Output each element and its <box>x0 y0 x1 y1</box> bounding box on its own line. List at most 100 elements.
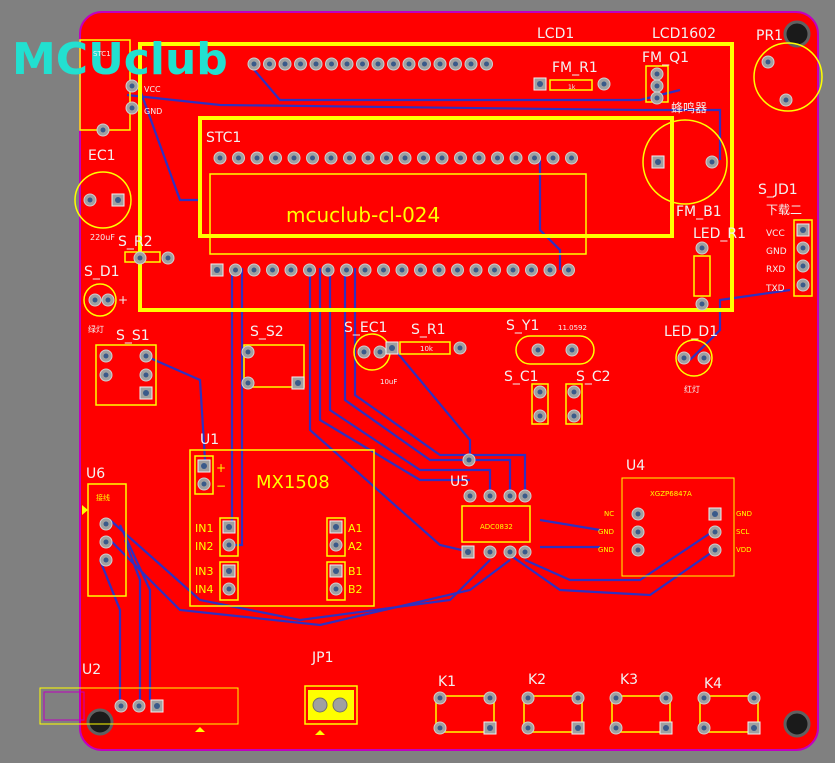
stc1-label: STC1 <box>206 130 241 146</box>
fm-r1-value-label: 1k <box>568 84 576 91</box>
pr1-label: PR1 <box>756 28 783 44</box>
pad-hole <box>226 586 232 592</box>
pad-hole <box>143 390 149 396</box>
jd-gnd-label: GND <box>766 247 787 257</box>
pad-hole <box>437 695 443 701</box>
pad-hole <box>699 301 705 307</box>
pad-hole <box>105 297 111 303</box>
pad-hole <box>245 380 251 386</box>
pad-hole <box>270 267 275 273</box>
pad-hole <box>466 457 472 463</box>
pad-hole <box>333 524 339 530</box>
pad-hole <box>295 380 301 386</box>
mx1508-label: MX1508 <box>256 472 330 493</box>
pad-hole <box>522 549 528 555</box>
pad-hole <box>307 267 312 273</box>
pad-hole <box>571 389 577 395</box>
pad-hole <box>487 725 493 731</box>
u4-gnd3-label: GND <box>736 510 752 518</box>
lcd1602-label: LCD1602 <box>652 26 716 42</box>
u1-in3-label: IN3 <box>195 565 213 578</box>
u6-text-label: 接线 <box>96 493 110 502</box>
pad-hole <box>550 155 556 161</box>
s-s1-label: S_S1 <box>116 328 150 344</box>
pad-hole <box>522 493 528 499</box>
led-power-label: 绿灯 <box>88 324 104 334</box>
pad-hole <box>254 155 260 161</box>
fm-b1-label: FM_B1 <box>676 204 722 220</box>
pad-hole <box>635 511 641 517</box>
download-label: 下载二 <box>766 203 802 217</box>
pad-hole <box>473 267 479 273</box>
jp1-pin1-marker <box>315 730 325 735</box>
u4-nc-label: NC <box>604 510 614 518</box>
pad-hole <box>333 568 339 574</box>
pad-hole <box>344 267 349 273</box>
pad-hole <box>399 267 405 273</box>
pad-hole <box>613 695 619 701</box>
u6-pin1-marker <box>82 505 88 515</box>
pad-hole <box>453 61 458 67</box>
pad-hole <box>487 549 493 555</box>
pad-hole <box>663 695 669 701</box>
u1-b2-label: B2 <box>348 583 363 596</box>
pad-hole <box>800 282 806 288</box>
led-red-label: 红灯 <box>684 384 700 394</box>
u1-in2-label: IN2 <box>195 540 213 553</box>
pad-hole <box>362 267 368 273</box>
pad-hole <box>510 267 516 273</box>
pad-hole <box>575 725 581 731</box>
u1-a1-label: A1 <box>348 522 363 535</box>
module-gnd-label: GND <box>144 107 162 116</box>
u1-in1-label: IN1 <box>195 522 213 535</box>
pcb-board <box>79 11 819 751</box>
lcd1-label: LCD1 <box>537 26 574 42</box>
jd-rxd-label: RXD <box>766 265 785 275</box>
pad-hole <box>347 155 352 161</box>
pad-hole <box>129 83 135 89</box>
pad-hole <box>103 539 109 545</box>
pad-hole <box>455 267 460 273</box>
pad-hole <box>437 61 443 67</box>
s-r1-label: S_R1 <box>411 322 446 338</box>
pad-hole <box>344 61 350 67</box>
pad-hole <box>361 349 367 355</box>
buzzer-label: 蜂鸣器 <box>671 100 707 115</box>
pad-hole <box>436 267 442 273</box>
pad-hole <box>406 61 412 67</box>
pad-hole <box>298 61 303 67</box>
k2-label: K2 <box>528 672 546 688</box>
pad-hole <box>325 267 331 273</box>
pad-hole <box>569 347 575 353</box>
s-r1-value-label: 10k <box>420 345 434 353</box>
pad-hole <box>712 547 718 553</box>
pad-hole <box>487 493 493 499</box>
pad-hole <box>226 524 232 530</box>
pad-hole <box>165 255 171 261</box>
pad-hole <box>273 155 278 161</box>
pad-hole <box>654 71 660 77</box>
stc1-module-label: STC1 <box>93 50 111 58</box>
pad-hole <box>701 695 707 701</box>
u1-label: U1 <box>200 432 219 448</box>
pad-hole <box>422 61 427 67</box>
pad-hole <box>251 267 257 273</box>
silkscreen <box>39 39 823 733</box>
pad-hole <box>535 347 541 353</box>
pad-hole <box>439 155 445 161</box>
pad-hole <box>328 155 334 161</box>
pad-hole <box>103 521 109 527</box>
pad-hole <box>360 61 365 67</box>
fm-q1-label: FM_Q1 <box>642 50 689 66</box>
pad-hole <box>421 155 426 161</box>
pad-hole <box>245 349 251 355</box>
pad-hole <box>267 61 272 67</box>
u5-label: U5 <box>450 474 469 490</box>
pad-hole <box>381 267 386 273</box>
pad-hole <box>282 61 288 67</box>
pad-hole <box>310 155 315 161</box>
brand-logo: MCUclub <box>12 34 228 85</box>
s-ec1-value-label: 10uF <box>380 378 397 386</box>
pad-hole <box>103 557 109 563</box>
pad-hole <box>236 155 241 161</box>
